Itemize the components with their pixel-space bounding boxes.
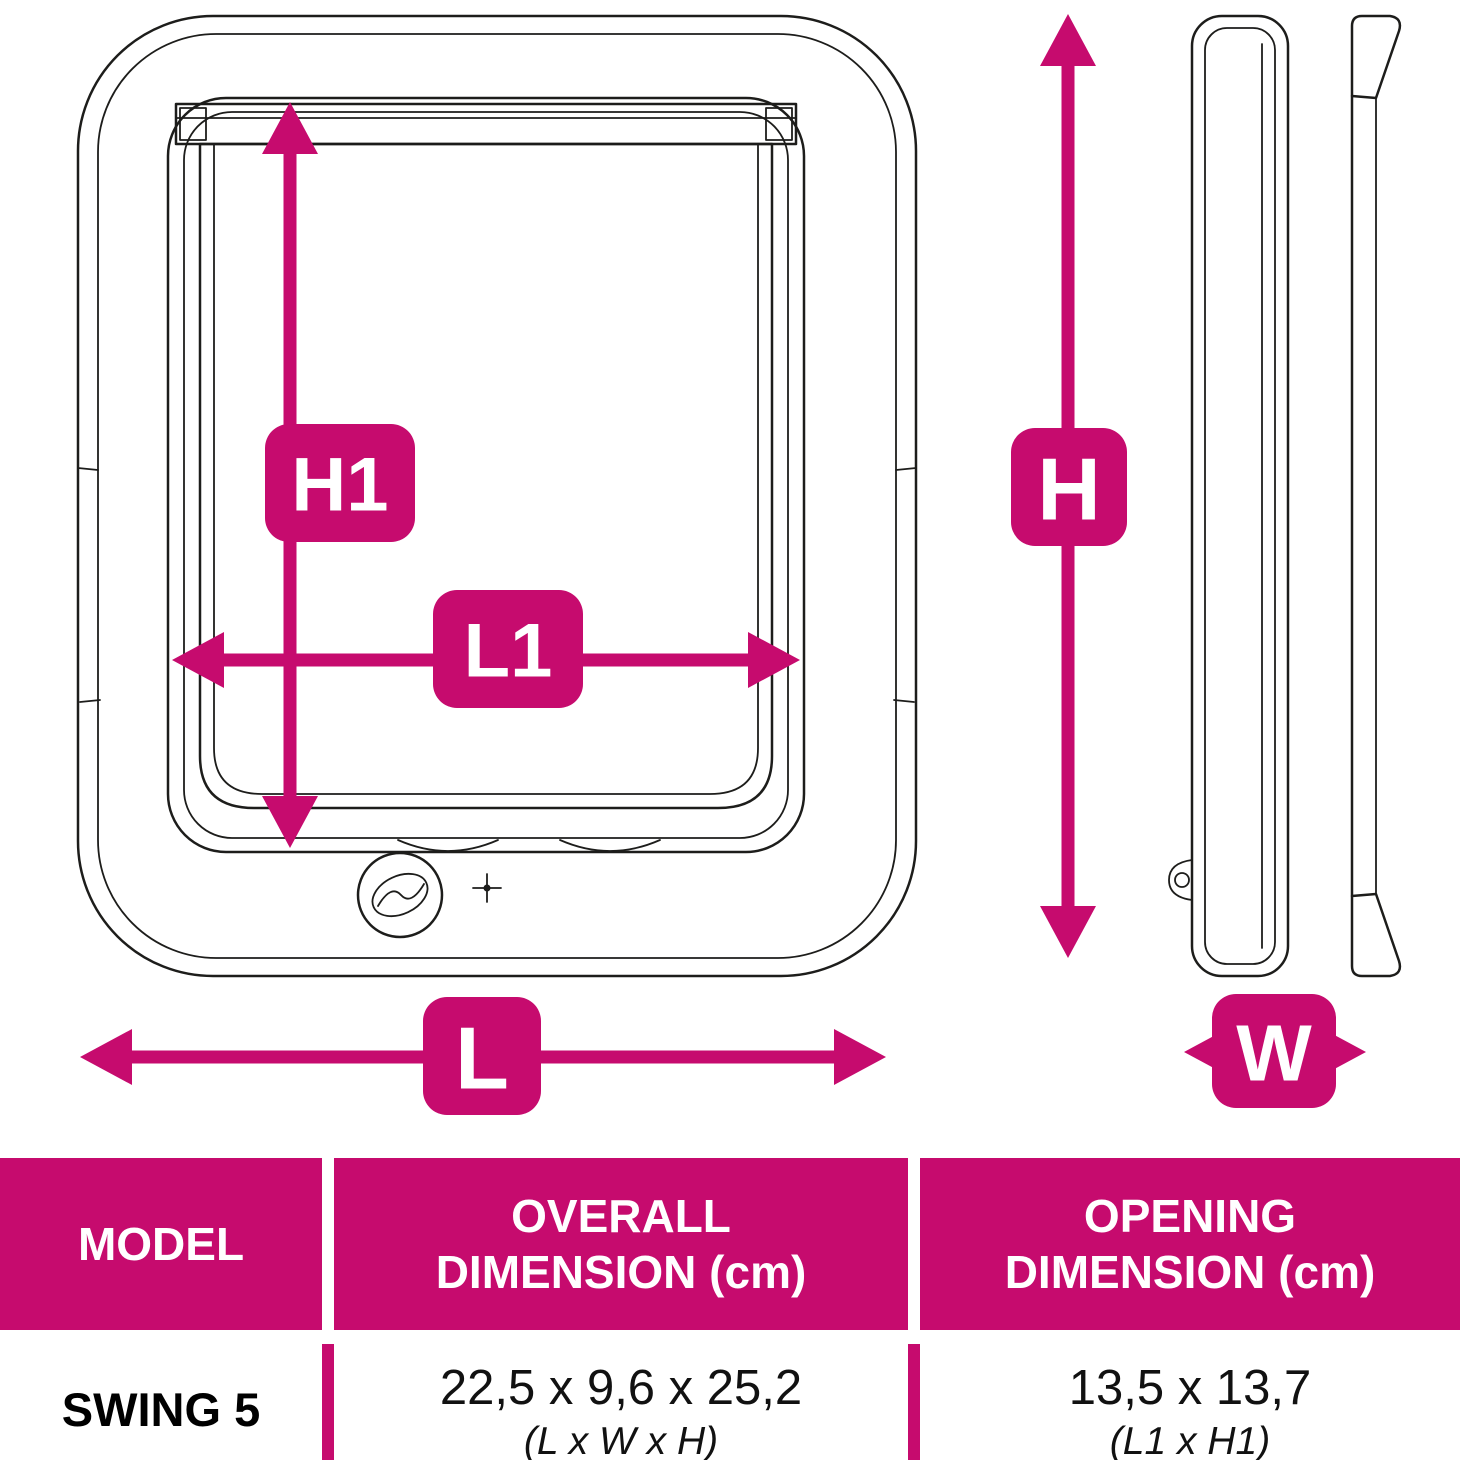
dimension-arrows: H1 L1 L	[80, 14, 1366, 1115]
opening-dimension-value: 13,5 x 13,7	[1068, 1361, 1312, 1415]
header-divider	[322, 1158, 334, 1330]
table-row: SWING 5 22,5 x 9,6 x 25,2 (L x W x H) 13…	[0, 1344, 1460, 1460]
side-back-frame	[1350, 14, 1402, 978]
w-label-badge	[1212, 994, 1336, 1108]
bottom-grip-arcs	[397, 839, 661, 852]
four-way-lock-icon	[472, 873, 502, 903]
arrow-right-icon	[834, 1029, 886, 1085]
overall-dimension-value: 22,5 x 9,6 x 25,2	[439, 1361, 803, 1415]
header-opening-line1: OPENING	[1083, 1189, 1297, 1242]
flap-panel	[198, 142, 774, 810]
dimension-table: MODEL OVERALL DIMENSION (cm) OPENING DIM…	[0, 1158, 1460, 1460]
h1-label-badge	[265, 424, 415, 542]
l-label: L	[455, 1009, 509, 1108]
front-outer-frame-inner-line	[97, 33, 897, 959]
header-opening-dimension: OPENING DIMENSION (cm)	[920, 1158, 1460, 1330]
arrow-left-icon	[172, 632, 224, 688]
header-model-line1: MODEL	[77, 1217, 245, 1270]
front-outer-frame	[76, 14, 918, 978]
l1-label: L1	[464, 609, 553, 694]
side-front-frame-inner-line	[1204, 27, 1276, 965]
header-opening-line2: DIMENSION (cm)	[1004, 1246, 1376, 1298]
h1-label: H1	[291, 443, 388, 528]
lock-knob	[356, 851, 444, 939]
arrow-down-icon	[1040, 906, 1096, 958]
cell-model: SWING 5	[61, 1382, 261, 1436]
flap-opening-frame-inner-line	[183, 111, 789, 839]
l1-label-badge	[433, 590, 583, 708]
opening-dimension-note: (L1 x H1)	[1109, 1420, 1271, 1460]
flap-hinge-bar	[174, 102, 798, 146]
overall-dimension-note: (L x W x H)	[523, 1420, 719, 1460]
w-dimension-arrow: W	[1184, 994, 1366, 1108]
column-divider	[908, 1344, 920, 1460]
h-label-badge	[1011, 428, 1127, 546]
side-knob-profile	[1168, 859, 1193, 901]
l-dimension-arrow: L	[80, 997, 886, 1115]
dimension-diagram: H1 L1 L	[76, 14, 1402, 1115]
arrow-up-icon	[262, 102, 318, 154]
table-header-row: MODEL OVERALL DIMENSION (cm) OPENING DIM…	[0, 1158, 1460, 1330]
l-label-badge	[423, 997, 541, 1115]
cell-overall-dimension: 22,5 x 9,6 x 25,2 (L x W x H)	[334, 1344, 908, 1460]
side-front-frame	[1190, 14, 1290, 978]
arrow-up-icon	[1040, 14, 1096, 66]
column-divider	[322, 1344, 334, 1460]
arrow-down-icon	[262, 796, 318, 848]
header-overall-line1: OVERALL	[511, 1189, 731, 1242]
h1-dimension-arrow: H1	[262, 102, 415, 848]
cat-flap-side-view	[1168, 14, 1402, 978]
arrow-right-icon	[748, 632, 800, 688]
mold-joint-ticks	[77, 467, 917, 703]
flap-opening-frame	[166, 96, 806, 854]
cat-flap-front-view	[76, 14, 918, 978]
header-divider	[908, 1158, 920, 1330]
header-overall-dimension: OVERALL DIMENSION (cm)	[334, 1158, 908, 1330]
cell-opening-dimension: 13,5 x 13,7 (L1 x H1)	[920, 1344, 1460, 1460]
header-model: MODEL	[0, 1158, 322, 1330]
header-overall-line2: DIMENSION (cm)	[435, 1246, 807, 1298]
h-dimension-arrow: H	[1011, 14, 1127, 958]
h-label: H	[1037, 440, 1101, 539]
w-label: W	[1236, 1009, 1312, 1098]
l1-dimension-arrow: L1	[172, 590, 800, 708]
arrow-left-icon	[80, 1029, 132, 1085]
